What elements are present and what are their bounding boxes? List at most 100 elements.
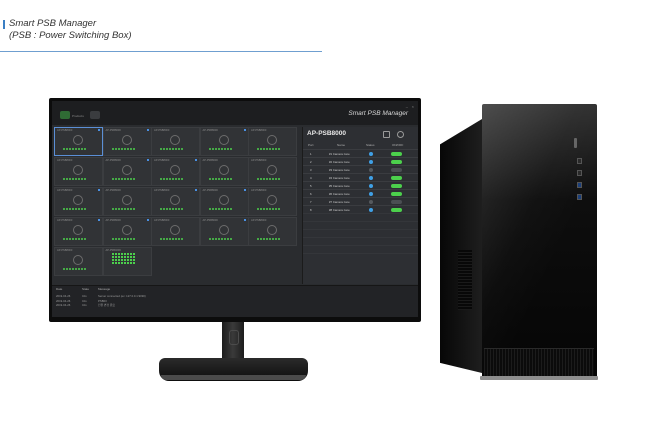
device-tile[interactable]: AP-PSB8000 [102,127,152,156]
port-led [160,148,162,150]
power-toggle[interactable] [391,167,402,172]
port-led [126,208,129,210]
port-led [169,238,171,240]
port-led [66,238,68,240]
home-icon[interactable] [60,111,70,119]
device-tile[interactable]: AP-PSB8000 [248,127,297,156]
port-led [111,178,114,180]
power-toggle[interactable] [391,191,402,196]
settings-icon[interactable] [90,111,100,119]
table-row[interactable]: 7#7 Camera zone [303,197,418,205]
log-message: Server connected (ex: 127.0.0.1:9090) [98,294,146,298]
power-toggle[interactable] [391,175,402,180]
table-row[interactable]: 6 #6 Camera zone [303,189,418,197]
port-led [132,262,135,264]
power-toggle[interactable] [391,199,402,204]
status-icon [369,151,373,156]
power-icon[interactable] [397,131,404,138]
device-tile[interactable]: AP-PSB8000 [151,217,200,246]
device-tile[interactable]: AP-PSB8000 [199,217,249,246]
port-led [229,238,232,240]
port-led [166,148,168,150]
device-tile[interactable]: AP-PSB8000 [199,157,249,186]
device-tile[interactable]: AP-PSB4000 [102,247,152,276]
device-tile-name: AP-PSB8000 [202,219,218,222]
port-led [69,238,71,240]
port-led [214,238,217,240]
device-tile[interactable]: AP-PSB8000 [102,217,152,246]
device-tile-name: AP-PSB8000 [202,189,218,192]
table-row[interactable]: 1#1 Camera zone [303,149,418,157]
device-tile[interactable]: AP-PSB8000 [54,157,103,186]
table-row[interactable]: 5#5 Camera zone [303,181,418,189]
port-led [114,178,117,180]
port-led [69,268,71,270]
col-onoff: ON/OFF [392,143,404,147]
port-led [84,208,86,210]
device-tile[interactable]: AP-PSB8000 [151,187,200,216]
page-title: Smart PSB Manager [9,18,97,29]
device-tile-name: AP-PSB8000 [251,159,267,162]
link-indicator-icon [243,189,246,191]
device-tile[interactable]: AP-PSB8000 [199,127,249,156]
link-indicator-icon [243,219,246,221]
toolbar-home-label: Products [72,114,84,118]
device-tile[interactable]: AP-PSB8000 [248,187,297,216]
power-icon [170,135,180,145]
device-tile[interactable]: AP-PSB8000 [54,217,103,246]
port-name: #6 Camera zone [329,192,350,196]
table-row[interactable]: 3#3 Camera zone [303,165,418,173]
header-divider [0,51,322,52]
device-tile[interactable]: AP-PSB8000 [248,157,297,186]
port-led [257,208,259,210]
port-led-row [111,238,135,240]
port-name: #1 Camera zone [329,152,350,156]
edit-icon[interactable] [383,131,390,138]
port-led [266,148,268,150]
col-name: Name [337,143,346,147]
pc-tower-front [482,104,597,379]
device-tile[interactable]: AP-PSB8000 [151,127,200,156]
power-toggle[interactable] [391,151,402,156]
table-row[interactable]: 8#8 Camera zone [303,205,418,213]
usb-port [577,170,582,176]
device-tile[interactable]: AP-PSB8000 [151,157,200,186]
port-led [169,208,171,210]
pc-front-grille [484,348,594,376]
port-led [257,178,259,180]
port-led-row [160,178,183,180]
power-toggle[interactable] [391,159,402,164]
port-led [63,178,65,180]
port-led [175,208,177,210]
power-toggle[interactable] [391,183,402,188]
device-tile[interactable]: AP-PSB8000 [102,187,152,216]
audio-port [577,158,582,164]
device-tile[interactable]: AP-PSB8000 [54,247,103,276]
port-led [160,238,162,240]
close-icon[interactable]: × [411,104,414,109]
port-led [217,208,220,210]
minimize-icon[interactable]: – [405,104,408,109]
power-toggle[interactable] [391,207,402,212]
port-led [120,259,123,261]
device-tile-name: AP-PSB8000 [105,189,121,192]
device-tile[interactable]: AP-PSB8000 [248,217,297,246]
table-row[interactable]: 2#2 Camera zone [303,157,418,165]
device-tile[interactable]: AP-PSB8000 [54,187,103,216]
port-led [166,238,168,240]
port-number: 6 [310,192,312,196]
device-tile[interactable]: AP-PSB8000 [54,127,103,156]
device-tile[interactable]: AP-PSB8000 [102,157,152,186]
table-row[interactable]: 4#4 Camera zone [303,173,418,181]
port-led [111,238,114,240]
port-led [223,208,226,210]
port-number: 8 [310,208,312,212]
port-led [260,178,262,180]
power-icon [218,165,229,175]
device-tile[interactable]: AP-PSB8000 [199,187,249,216]
port-led [169,148,171,150]
port-led [114,256,117,258]
port-led [211,208,214,210]
port-led [269,148,271,150]
